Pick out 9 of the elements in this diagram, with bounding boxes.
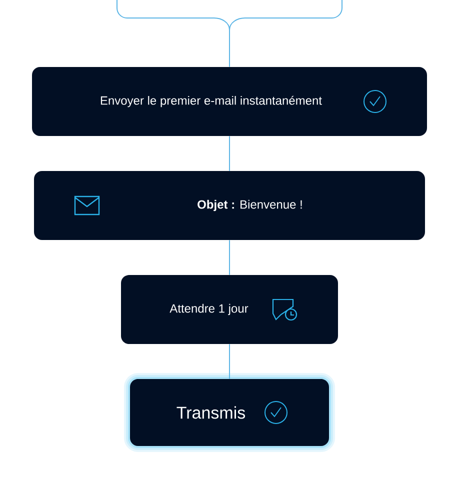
- step-box: Transmis: [124, 373, 335, 452]
- connector-line: [229, 136, 230, 172]
- step-box: Envoyer le premier e-mail instantanément: [32, 67, 427, 136]
- connector-line: [229, 30, 230, 68]
- bracket-box: [116, 0, 342, 30]
- connector-line: [229, 240, 230, 276]
- connector-line: [229, 344, 230, 380]
- step-box: Objet : Bienvenue !: [34, 171, 425, 240]
- step-box: Attendre 1 jour: [121, 275, 338, 344]
